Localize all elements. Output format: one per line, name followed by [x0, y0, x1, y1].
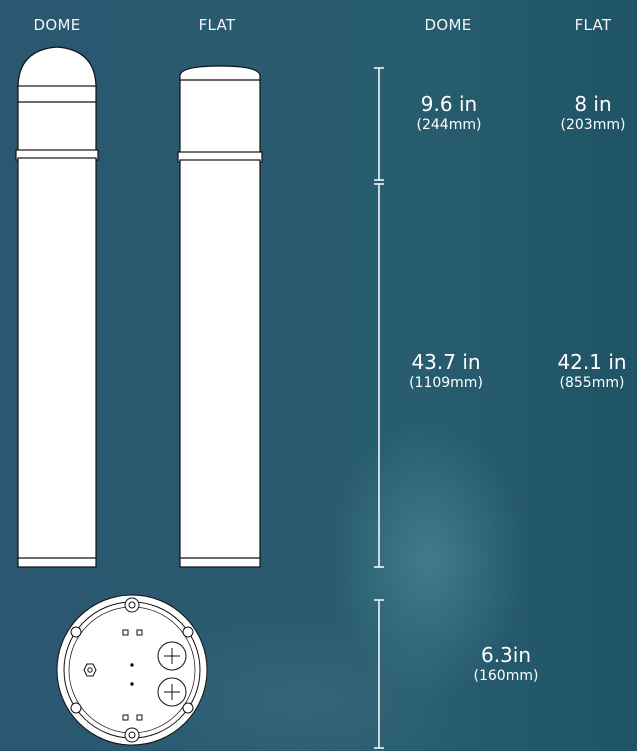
head-flat-dimension: 8 in (203mm) [538, 92, 637, 134]
header-right-flat: FLAT [574, 16, 612, 34]
dome-cap [17, 46, 97, 89]
body-flat-inches: 42.1 in [557, 350, 627, 374]
flat-bollard [177, 65, 263, 568]
dome-post [17, 157, 97, 568]
body-dome-dimension: 43.7 in (1109mm) [391, 350, 501, 392]
base-mm: (160mm) [473, 668, 539, 684]
dimension-lines [374, 67, 384, 749]
base-outer-ring [56, 594, 208, 746]
screw-bottom-icon [157, 677, 187, 707]
base-dimension: 6.3in (160mm) [451, 643, 561, 685]
header-left-dome: DOME [33, 16, 81, 34]
head-dome-mm: (244mm) [416, 117, 482, 133]
dome-head [17, 85, 97, 153]
flat-cap [179, 65, 261, 155]
header-right-dome: DOME [424, 16, 472, 34]
body-dome-inches: 43.7 in [411, 350, 481, 374]
body-flat-dimension: 42.1 in (855mm) [537, 350, 637, 392]
header-left-flat: FLAT [198, 16, 236, 34]
base-inches: 6.3in [480, 643, 532, 667]
dome-bollard [15, 46, 99, 568]
head-flat-inches: 8 in [574, 92, 612, 116]
head-flat-mm: (203mm) [560, 117, 626, 133]
body-dome-mm: (1109mm) [409, 375, 483, 391]
body-flat-mm: (855mm) [559, 375, 625, 391]
head-dome-dimension: 9.6 in (244mm) [394, 92, 504, 134]
head-dome-inches: 9.6 in [420, 92, 478, 116]
nut-icon [83, 663, 97, 677]
screw-top-icon [157, 641, 187, 671]
base-plate [56, 594, 208, 746]
flat-post [179, 159, 261, 568]
